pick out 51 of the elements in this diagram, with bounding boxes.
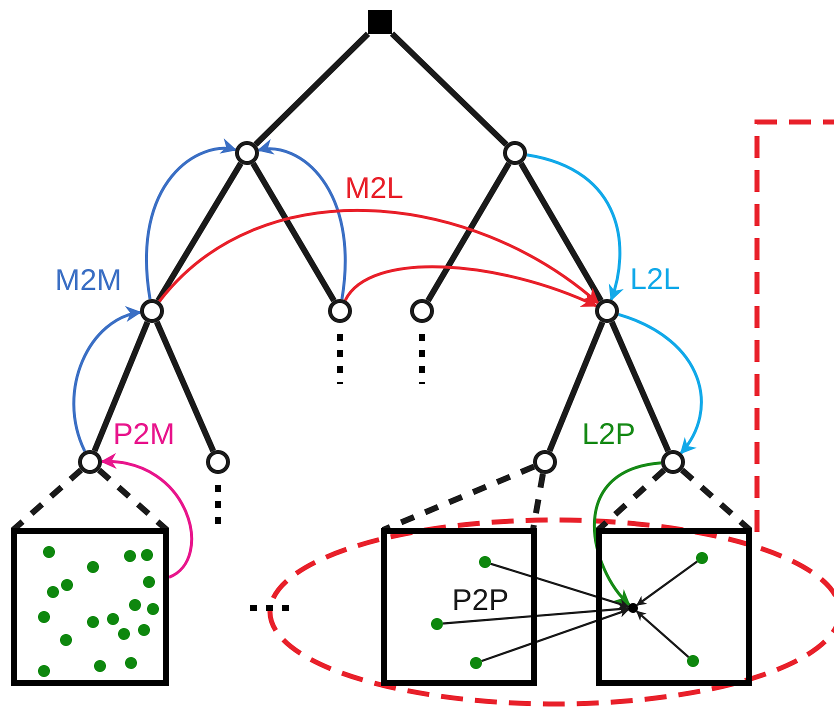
branch-line: [609, 320, 671, 452]
arrow: [442, 604, 630, 625]
tree-node-circle: [595, 299, 619, 323]
branch-line: [253, 32, 370, 147]
arrow: [636, 610, 690, 658]
tree-node-circle: [328, 299, 352, 323]
tree-node-circle: [140, 299, 164, 323]
particle-dot: [479, 556, 491, 568]
edge-label: L2P: [582, 420, 636, 450]
leaf-cell-box: [11, 528, 169, 686]
arrow: [481, 608, 630, 662]
tree-node-circle: [533, 450, 557, 474]
arrow: [100, 454, 194, 579]
branch-line: [92, 320, 150, 452]
particle-dot: [696, 552, 708, 564]
edge-label: L2L: [630, 265, 680, 295]
branch-line: [250, 162, 336, 302]
particle-dot: [431, 618, 443, 630]
tree-node-circle: [661, 450, 685, 474]
branch-line: [426, 162, 512, 302]
branch-line: [546, 320, 606, 452]
leaf-cell-box: [381, 528, 537, 686]
target-particle-dot: [628, 603, 638, 613]
tree-node-circle: [206, 450, 230, 474]
tree-node-circle: [235, 141, 259, 165]
arrow: [344, 266, 598, 308]
edge-label: P2M: [113, 420, 175, 450]
dashed-line: [530, 473, 546, 531]
tree-node-circle: [503, 141, 527, 165]
edge-label: P2P: [452, 586, 509, 616]
arrow: [618, 313, 703, 454]
arrow: [526, 153, 624, 302]
arrow: [257, 140, 346, 300]
branch-line: [518, 162, 604, 302]
particle-dot: [470, 657, 482, 669]
particle-dot: [687, 655, 699, 667]
arrow: [145, 140, 238, 300]
arrow: [490, 562, 630, 609]
edge-label: M2M: [55, 266, 122, 296]
branch-line: [390, 32, 508, 147]
branch-line: [154, 320, 216, 452]
edge-label: M2L: [345, 174, 404, 204]
arrow: [636, 560, 698, 606]
arrow: [158, 209, 600, 304]
tree-node-circle: [410, 299, 434, 323]
arrow: [72, 308, 142, 452]
arrow: [592, 461, 662, 606]
tree-node-circle: [78, 450, 102, 474]
root-node-square: [368, 10, 392, 34]
branch-line: [156, 162, 244, 302]
leaf-cell-box: [596, 528, 752, 686]
